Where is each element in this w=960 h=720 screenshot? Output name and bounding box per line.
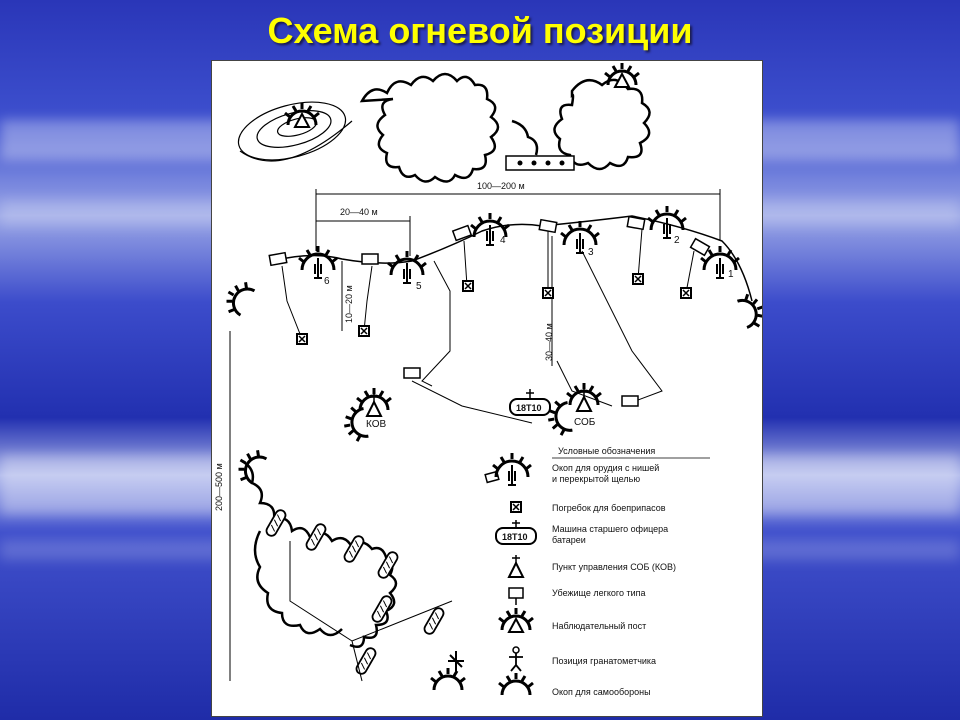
- control-post-kov: [355, 386, 393, 417]
- legend-self-defense-pit-icon: [497, 671, 535, 697]
- ammo-cellar-icon: [358, 325, 370, 337]
- legend-item-4: Пункт управления СОБ (КОВ): [552, 562, 676, 572]
- legend-item-1-line1: Окоп для орудия с нишей: [552, 463, 659, 473]
- dimension-label-3: 10—20 м: [344, 285, 354, 323]
- legend-item-3-line1: Машина старшего офицера: [552, 524, 668, 534]
- dimension-label-1: 100—200 м: [477, 181, 525, 191]
- legend-vehicle-icon: [495, 520, 537, 545]
- legend-item-6: Наблюдательный пост: [552, 621, 646, 631]
- shelter-icon: [403, 367, 421, 379]
- dimension-label-5: 200—500 м: [214, 463, 224, 511]
- forward-edge-line: [271, 215, 753, 302]
- gun-number-6: 6: [324, 276, 330, 287]
- legend-grenadier-icon: [509, 646, 523, 672]
- trench-icon: [375, 549, 401, 581]
- self-defense-pit-icon: [230, 443, 270, 488]
- gun-number-3: 3: [588, 247, 594, 258]
- self-defense-pit-icon: [429, 666, 467, 692]
- post-label-sob: СОБ: [574, 417, 596, 428]
- observation-post-top: [603, 61, 641, 88]
- trench-icon: [263, 507, 289, 539]
- legend-control-post-icon: [507, 555, 525, 578]
- legend-item-2: Погребок для боеприпасов: [552, 503, 666, 513]
- legend-item-8: Окоп для самообороны: [552, 687, 651, 697]
- dimension-label-4: 30—40 м: [544, 323, 554, 361]
- ammo-cellar-icon: [680, 287, 692, 299]
- self-defense-pit-icon: [218, 275, 258, 320]
- legend-item-7: Позиция гранатометчика: [552, 656, 656, 666]
- observation-post-icon: [283, 101, 321, 128]
- dimension-label-2: 20—40 м: [340, 207, 378, 217]
- grenadier-position-icon: [448, 651, 464, 671]
- gun-pit-6: [297, 244, 339, 280]
- legend-item-3-line2: батареи: [552, 535, 586, 545]
- gun-pit-2: [646, 204, 688, 240]
- diagram-panel: 100—200 м 20—40 м 10—20 м 30—40 м 200—50…: [211, 60, 763, 717]
- shelter-icon: [538, 218, 558, 234]
- gun-number-1: 1: [728, 269, 734, 280]
- legend-ammo-cellar-icon: [510, 501, 522, 513]
- gun-number-4: 4: [500, 235, 506, 246]
- vehicle-label: 18Т10: [516, 403, 542, 413]
- self-defense-pit-icon: [339, 404, 371, 445]
- gun-number-5: 5: [416, 281, 422, 292]
- legend-title: Условные обозначения: [558, 446, 655, 456]
- shelter-icon: [626, 215, 646, 231]
- post-label-kov: КОВ: [366, 419, 386, 430]
- vehicle-row: [505, 155, 575, 171]
- slide-title: Схема огневой позиции: [267, 10, 693, 51]
- shelter-icon: [268, 251, 288, 267]
- trench-icon: [353, 645, 379, 677]
- legend-observation-post-icon: [497, 606, 535, 633]
- legend: Условные обозначения Окоп для орудия с н…: [484, 446, 710, 697]
- terrain-contour: [237, 101, 353, 162]
- trench-icon: [421, 605, 447, 637]
- legend-gun-pit-icon: [484, 451, 533, 487]
- legend-item-5: Убежище легкого типа: [552, 588, 646, 598]
- legend-vehicle-label: 18Т10: [502, 532, 528, 542]
- lower-woodland-edge: [253, 530, 343, 637]
- ammo-cellar-icon: [296, 333, 308, 345]
- ammo-cellar-icon: [462, 280, 474, 292]
- ammo-cellar-icon: [632, 273, 644, 285]
- control-post-sob: [565, 381, 603, 412]
- shelter-icon: [361, 253, 379, 265]
- lower-paths: [289, 541, 453, 682]
- self-defense-pit-icon: [734, 289, 762, 332]
- senior-officer-vehicle: [509, 389, 551, 416]
- dimension-lines: [229, 189, 721, 681]
- shelter-icon: [621, 395, 639, 407]
- trench-icon: [303, 521, 329, 553]
- firing-position-diagram: 100—200 м 20—40 м 10—20 м 30—40 м 200—50…: [214, 61, 762, 697]
- gun-pit-5: [386, 249, 428, 285]
- legend-item-1-line2: и перекрытой щелью: [552, 474, 640, 484]
- forest-left: [359, 72, 651, 183]
- gun-number-2: 2: [674, 235, 680, 246]
- legend-shelter-icon: [508, 587, 524, 605]
- ammo-cellar-icon: [542, 287, 554, 299]
